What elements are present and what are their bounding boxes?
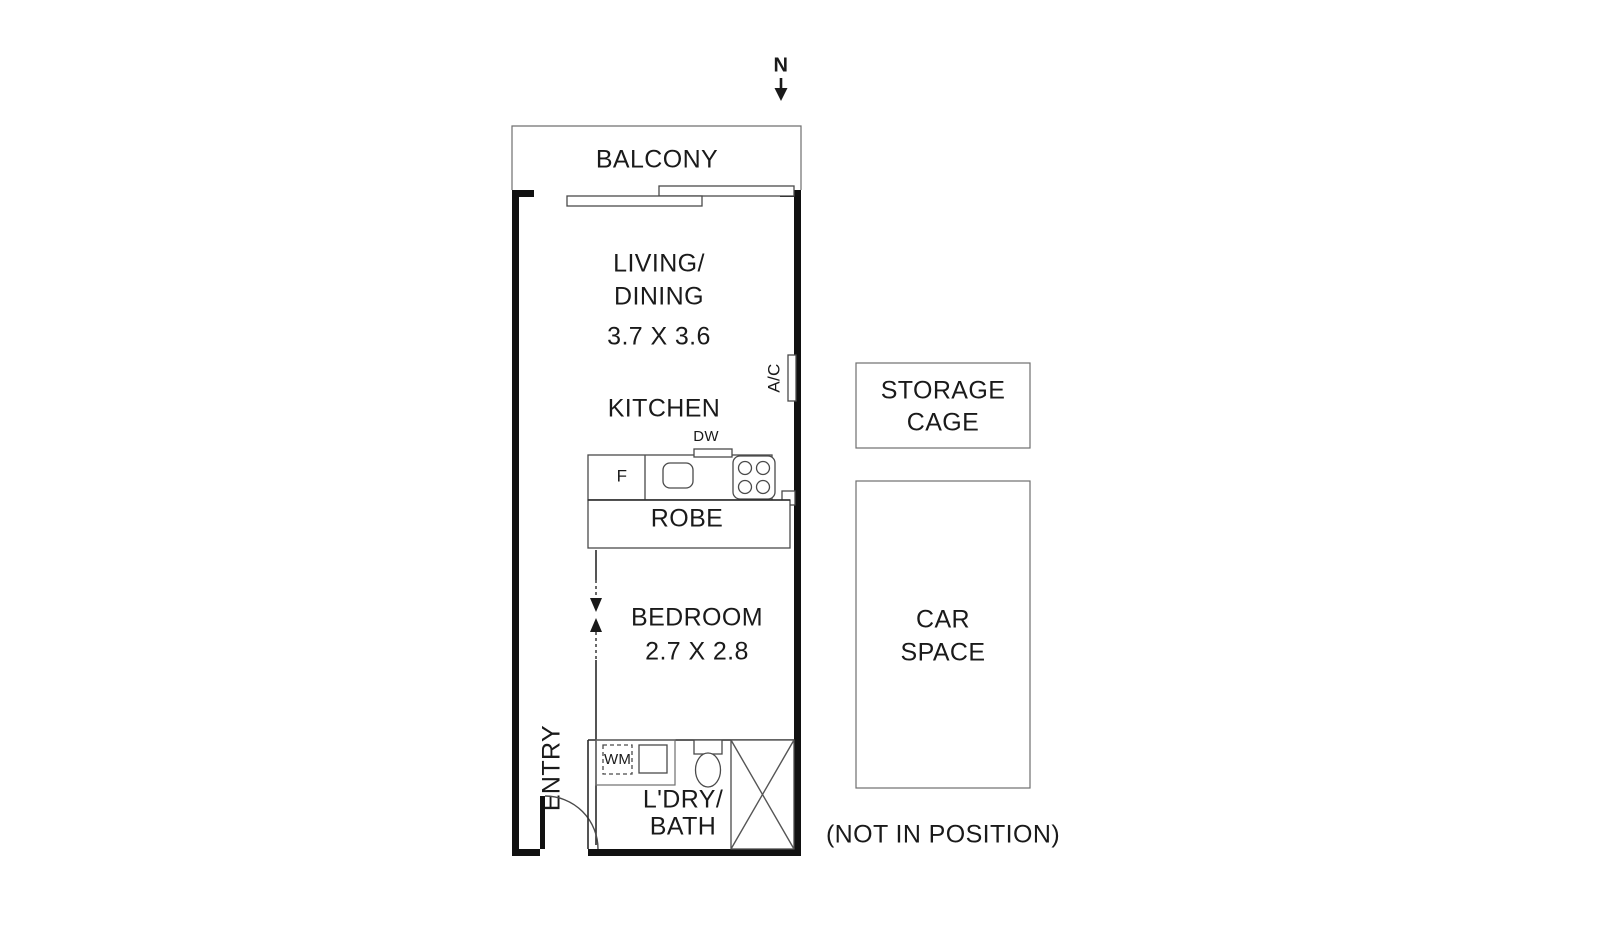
living-label-line2: DINING bbox=[614, 283, 704, 311]
shower-icon bbox=[730, 739, 795, 850]
entry-area: ENTRY bbox=[538, 725, 599, 850]
wall-bottom-right bbox=[588, 849, 801, 856]
dishwasher-label: DW bbox=[693, 428, 719, 445]
living-dining-room: LIVING/ DINING 3.7 X 3.6 bbox=[607, 250, 711, 351]
balcony-label: BALCONY bbox=[596, 146, 718, 174]
air-conditioner-unit bbox=[787, 354, 797, 402]
north-label: N bbox=[774, 54, 789, 76]
sink-icon bbox=[662, 462, 694, 489]
north-arrow-icon bbox=[774, 78, 788, 101]
storage-cage-outline bbox=[855, 362, 1031, 449]
wall-bottom-left bbox=[512, 849, 540, 856]
wall-top-left-stub bbox=[512, 190, 534, 197]
bedroom-dimensions: 2.7 X 2.8 bbox=[645, 638, 749, 666]
cooktop-icon bbox=[732, 455, 776, 500]
robe-label: ROBE bbox=[651, 505, 723, 533]
storage-cage-label-line2: CAGE bbox=[907, 409, 979, 437]
living-label-line1: LIVING/ bbox=[613, 250, 705, 278]
car-space-label-line2: SPACE bbox=[901, 639, 986, 667]
bedroom-label: BEDROOM bbox=[631, 604, 763, 632]
wall-left bbox=[512, 190, 519, 856]
robe-unit: ROBE bbox=[587, 499, 791, 549]
car-space-label-line1: CAR bbox=[916, 606, 970, 634]
laundry-bath-area: WM L'DRY/ BATH bbox=[587, 739, 795, 850]
storage-cage-area: STORAGE CAGE bbox=[855, 362, 1031, 449]
kitchen-label: KITCHEN bbox=[608, 395, 721, 423]
car-space-area: CAR SPACE bbox=[855, 480, 1031, 789]
balcony-outline bbox=[511, 125, 802, 190]
entry-door-leaf bbox=[540, 796, 545, 849]
north-indicator: N bbox=[774, 54, 789, 101]
bedroom-dimension-marker bbox=[590, 550, 602, 845]
entry-door-swing-arc bbox=[544, 795, 599, 850]
bedroom-area: BEDROOM 2.7 X 2.8 bbox=[631, 604, 763, 666]
sliding-door-panel-front bbox=[566, 195, 703, 207]
not-in-position-note: (NOT IN POSITION) bbox=[826, 821, 1060, 849]
air-conditioner: A/C bbox=[764, 354, 797, 402]
car-space-outline bbox=[855, 480, 1031, 789]
robe-outline bbox=[587, 499, 791, 549]
laundry-bath-label-line1: L'DRY/ bbox=[643, 786, 723, 814]
washing-machine-icon bbox=[602, 744, 633, 775]
kitchen-area: KITCHEN F DW bbox=[587, 395, 796, 506]
sliding-door bbox=[566, 185, 795, 207]
vanity-basin-icon bbox=[638, 744, 668, 774]
living-dimensions: 3.7 X 3.6 bbox=[607, 323, 711, 351]
toilet-icon bbox=[693, 739, 723, 788]
storage-cage-label-line1: STORAGE bbox=[881, 377, 1006, 405]
dishwasher-icon bbox=[693, 448, 733, 458]
air-conditioner-label: A/C bbox=[764, 363, 783, 392]
balcony-area: BALCONY bbox=[511, 125, 802, 190]
fridge-label: F bbox=[617, 466, 628, 485]
wall-right bbox=[794, 190, 801, 856]
laundry-bath-label-line2: BATH bbox=[650, 813, 716, 841]
sliding-door-panel-rear bbox=[658, 185, 795, 197]
washing-machine-label: WM bbox=[604, 751, 631, 768]
laundry-bench-outline bbox=[595, 739, 676, 786]
